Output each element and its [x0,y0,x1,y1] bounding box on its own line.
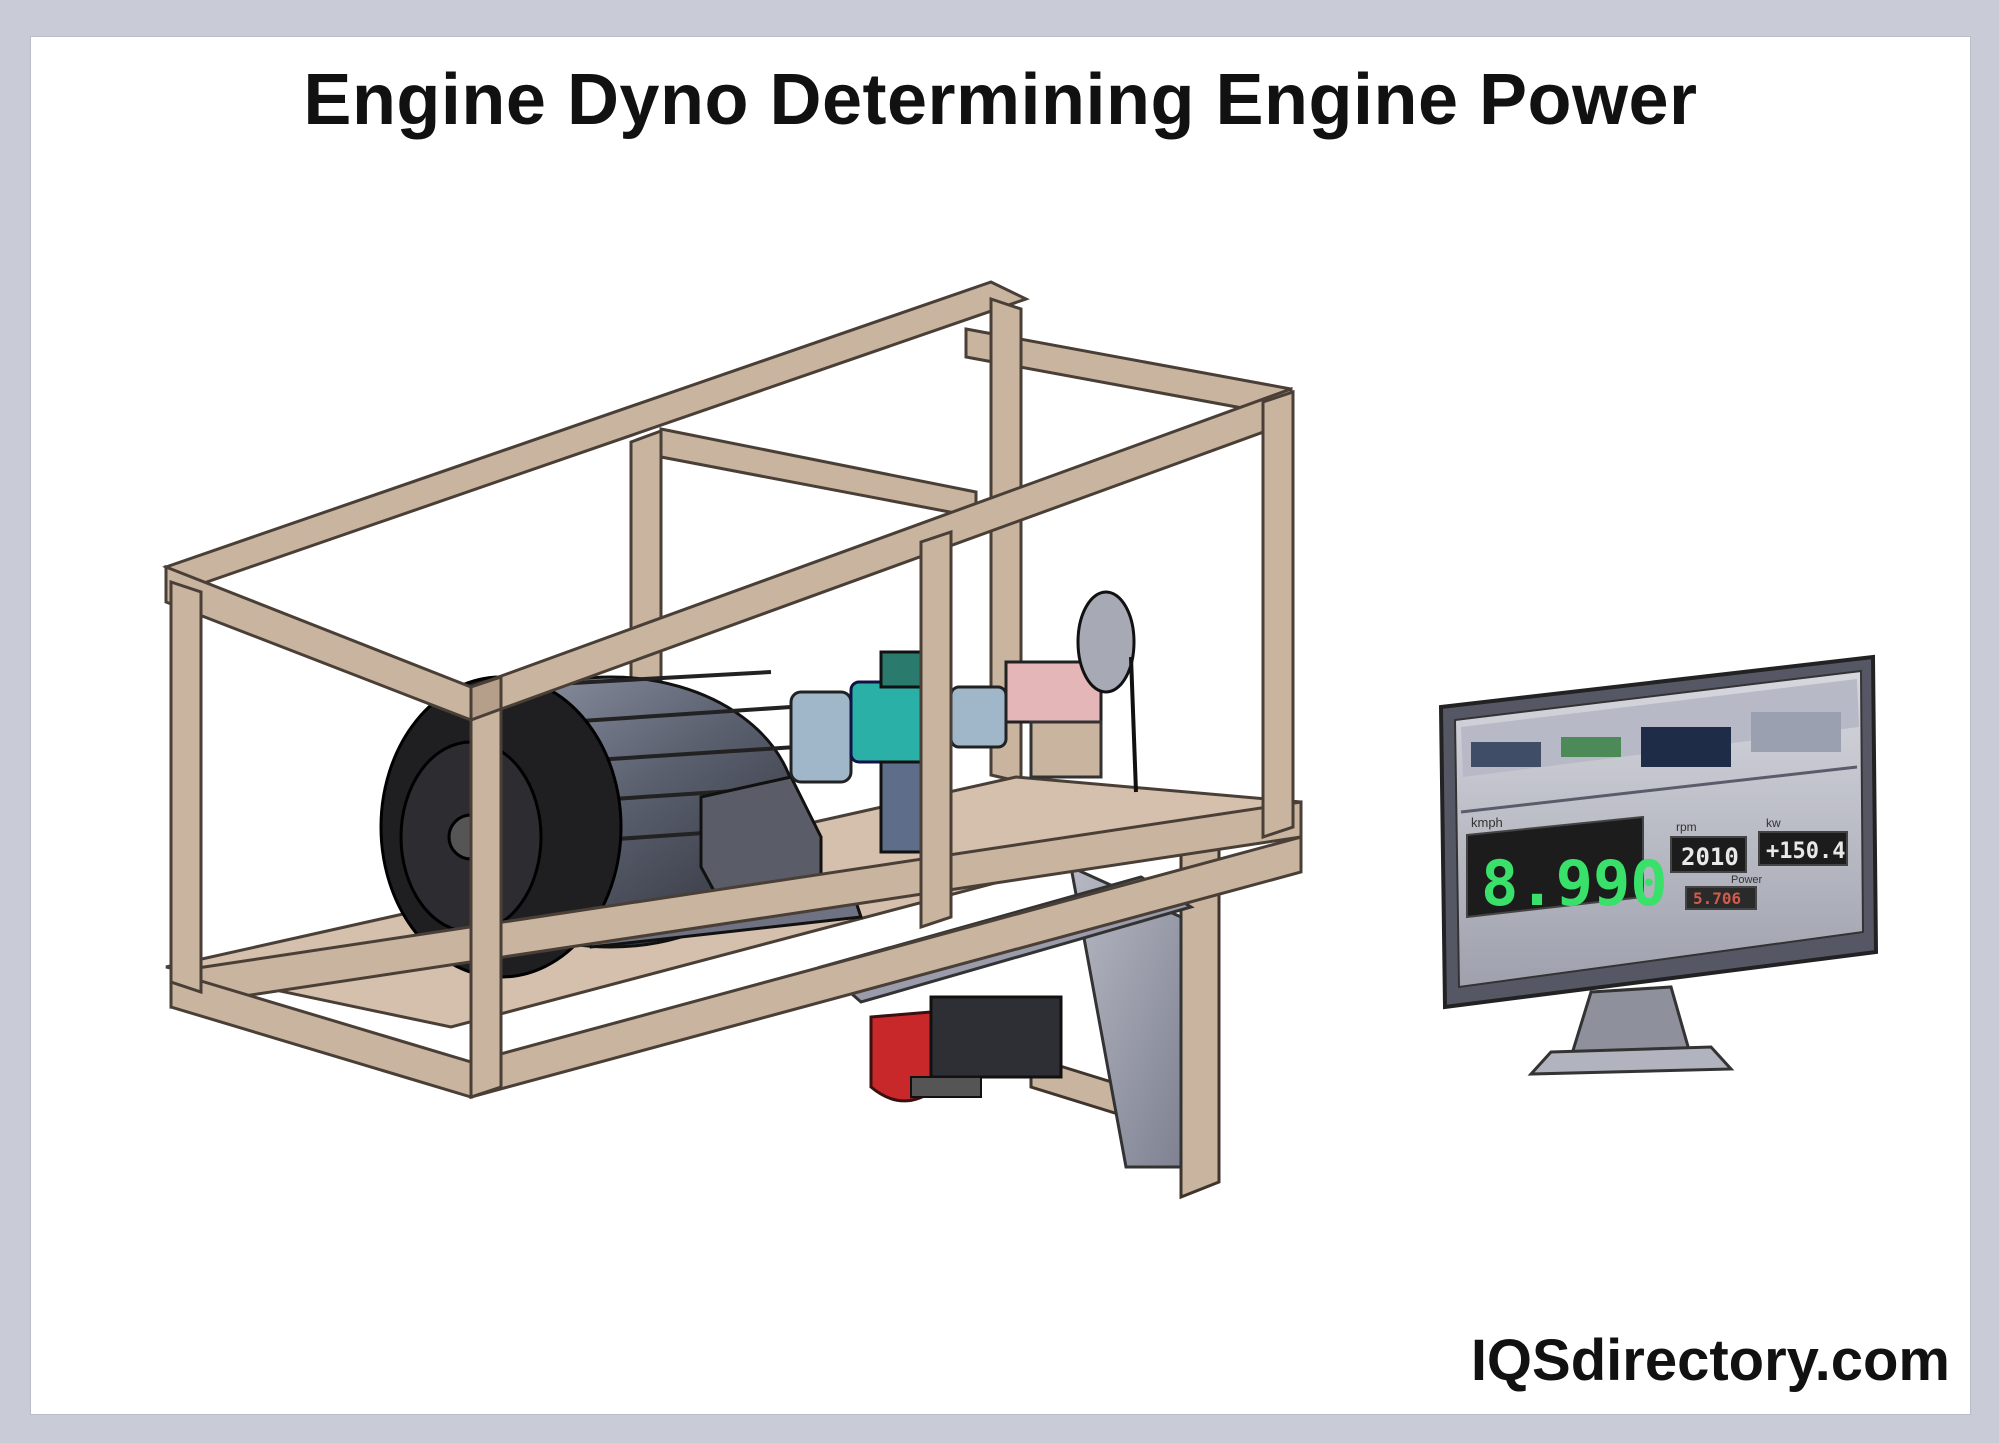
readout-b: +150.4 [1766,839,1845,864]
readout-c: 5.706 [1693,889,1741,908]
main-readout: 8.990 [1481,847,1668,920]
readout-a: 2010 [1681,843,1739,871]
monitor-stand [1568,985,1693,1059]
readout-b-panel [1758,831,1848,866]
page-title: Engine Dyno Determining Engine Power [303,60,1698,140]
brand-watermark: IQSdirectory.com [1470,1328,1950,1393]
monitor [1438,654,1879,1076]
pulley-wheel [1076,590,1136,694]
engine-dyno-illustration: kmph 8.990 rpm 2010 Power kw +150.4 5.70… [162,280,1879,1200]
pulley-bearing [1004,590,1138,793]
readout-unit-label: kmph [1471,815,1503,830]
test-stand-frame-front [164,386,1303,1100]
readout-a-sublabel: Power [1731,874,1763,886]
diagram-panel: Engine Dyno Determining Engine Power [30,36,1971,1415]
absorber-unit [929,995,1063,1079]
readout-a-panel [1670,836,1747,873]
readout-a-label: rpm [1676,820,1697,834]
readout-c-panel [1685,886,1757,910]
main-readout-panel [1466,815,1644,919]
outer-frame: Engine Dyno Determining Engine Power [20,20,1979,1423]
readout-b-label: kw [1766,816,1781,830]
